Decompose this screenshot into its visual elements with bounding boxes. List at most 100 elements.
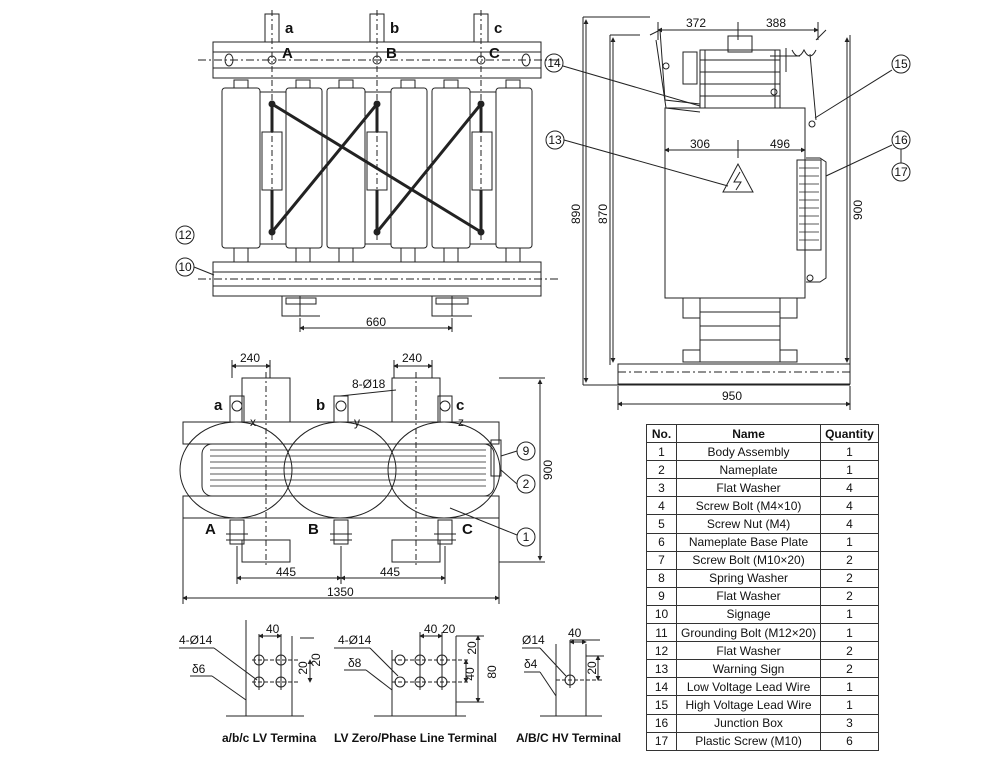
cell-name: Low Voltage Lead Wire [675,677,822,697]
front-view-text: a b c A B C 660 12 10 [178,20,502,329]
plan-lv-b: b [316,397,325,414]
hv-terminal-detail [522,639,604,717]
cell-name: Flat Washer [675,641,822,661]
lv-label-a: a [285,20,294,37]
cell-name: Nameplate [675,460,822,480]
cell-quantity: 1 [820,460,879,480]
callout-17: 17 [894,165,908,179]
header-name: Name [675,423,822,444]
header-quantity: Quantity [820,423,879,444]
dim-870: 870 [596,204,610,224]
lv-label-c: c [494,20,502,37]
dim-950: 950 [722,389,742,403]
dim-1350: 1350 [327,585,354,599]
dim-240-left: 240 [240,351,260,365]
plan-hv-c: C [462,521,473,538]
dim-445-right: 445 [380,565,400,579]
zero-phase-terminal-detail [334,632,484,717]
plan-neutral-z: z [458,415,464,429]
detail2-dim-20b: 20 [465,641,479,655]
callout-9: 9 [523,444,530,458]
hole-note: 8-Ø18 [352,377,386,391]
cell-name: Body Assembly [675,442,822,462]
hv-label-a: A [282,45,293,62]
cell-name: Flat Washer [675,586,822,606]
cell-no: 14 [646,677,677,697]
detail2-holes: 4-Ø14 [338,633,372,647]
header-no: No. [646,423,677,444]
cell-quantity: 6 [820,731,879,751]
dim-900-side: 900 [851,200,865,220]
cell-no: 10 [646,604,677,625]
cell-quantity: 1 [820,604,879,625]
cell-quantity: 1 [820,623,879,643]
plan-lv-a: a [214,397,223,414]
callout-16: 16 [894,133,908,147]
detail1-dim-20b: 20 [309,653,323,667]
detail3-caption: A/B/C HV Terminal [516,731,621,745]
plan-neutral-y: y [354,415,360,429]
cell-name: High Voltage Lead Wire [675,695,822,715]
side-view-text: 372 388 306 496 890 870 900 950 14 13 15… [547,16,908,403]
detail1-thickness: δ6 [192,662,206,676]
cell-quantity: 4 [820,478,879,498]
cell-no: 5 [646,514,677,534]
detail3-thickness: δ4 [524,657,538,671]
cell-name: Screw Nut (M4) [675,514,822,534]
cell-quantity: 2 [820,568,879,588]
side-view [544,16,911,410]
plan-view-text: 240 240 8-Ø18 a b c x y z A B C 900 445 … [205,351,555,599]
detail1-dim-20: 20 [296,661,310,675]
plan-view [179,360,545,604]
cell-quantity: 1 [820,442,879,462]
callout-10: 10 [178,260,192,274]
plan-neutral-x: x [250,415,256,429]
detail3-dim-20: 20 [585,661,599,675]
cell-no: 6 [646,532,677,552]
cell-quantity: 3 [820,713,879,733]
callout-1: 1 [523,530,530,544]
plan-hv-a: A [205,521,216,538]
cell-name: Plastic Screw (M10) [675,731,822,751]
plan-lv-c: c [456,397,464,414]
cell-no: 9 [646,586,677,606]
cell-no: 3 [646,478,677,498]
cell-name: Junction Box [675,713,822,733]
callout-14: 14 [547,56,561,70]
cell-no: 13 [646,659,677,679]
dim-900-plan: 900 [541,460,555,480]
dim-372: 372 [686,16,706,30]
cell-name: Flat Washer [675,478,822,498]
dim-445-left: 445 [276,565,296,579]
front-view [175,10,560,332]
callout-15: 15 [894,57,908,71]
cell-name: Signage [675,604,822,625]
dim-660: 660 [366,315,386,329]
parts-table-header: No. Name Quantity [646,423,879,444]
hv-terminal-detail-text: 40 20 Ø14 δ4 A/B/C HV Terminal [516,626,621,745]
zero-phase-terminal-detail-text: 40 20 40 20 80 4-Ø14 δ8 LV Zero/Phase Li… [334,622,499,745]
cell-name: Warning Sign [675,659,822,679]
plan-hv-b: B [308,521,319,538]
hv-label-c: C [489,45,500,62]
cell-quantity: 1 [820,695,879,715]
detail1-holes: 4-Ø14 [179,633,213,647]
cell-no: 16 [646,713,677,733]
